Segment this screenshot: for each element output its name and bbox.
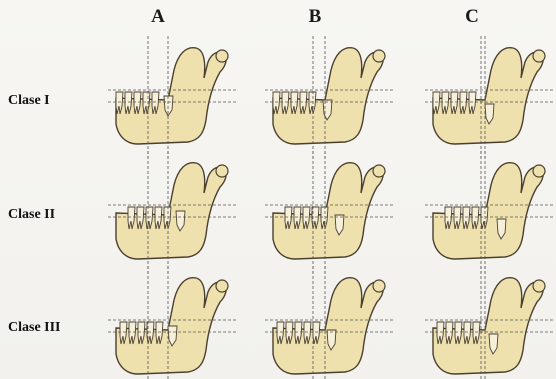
condyle bbox=[216, 280, 228, 292]
mandible-clase-3-a bbox=[108, 266, 236, 379]
mandible-clase-2-c bbox=[425, 151, 553, 273]
mandible-clase-1-b bbox=[265, 36, 393, 158]
mandible-clase-3-c bbox=[425, 266, 553, 379]
mandible-clase-2-a bbox=[108, 151, 236, 273]
condyle bbox=[373, 50, 385, 62]
condyle bbox=[216, 50, 228, 62]
condyle bbox=[533, 50, 545, 62]
mandible-bone bbox=[433, 48, 543, 144]
mandible-clase-3-b bbox=[265, 266, 393, 379]
condyle bbox=[533, 280, 545, 292]
condyle bbox=[373, 280, 385, 292]
condyle bbox=[216, 165, 228, 177]
condyle bbox=[373, 165, 385, 177]
mandible-bone bbox=[273, 48, 383, 144]
mandible-clase-1-a bbox=[108, 36, 236, 158]
condyle bbox=[533, 165, 545, 177]
mandible-clase-1-c bbox=[425, 36, 553, 158]
mandible-clase-2-b bbox=[265, 151, 393, 273]
